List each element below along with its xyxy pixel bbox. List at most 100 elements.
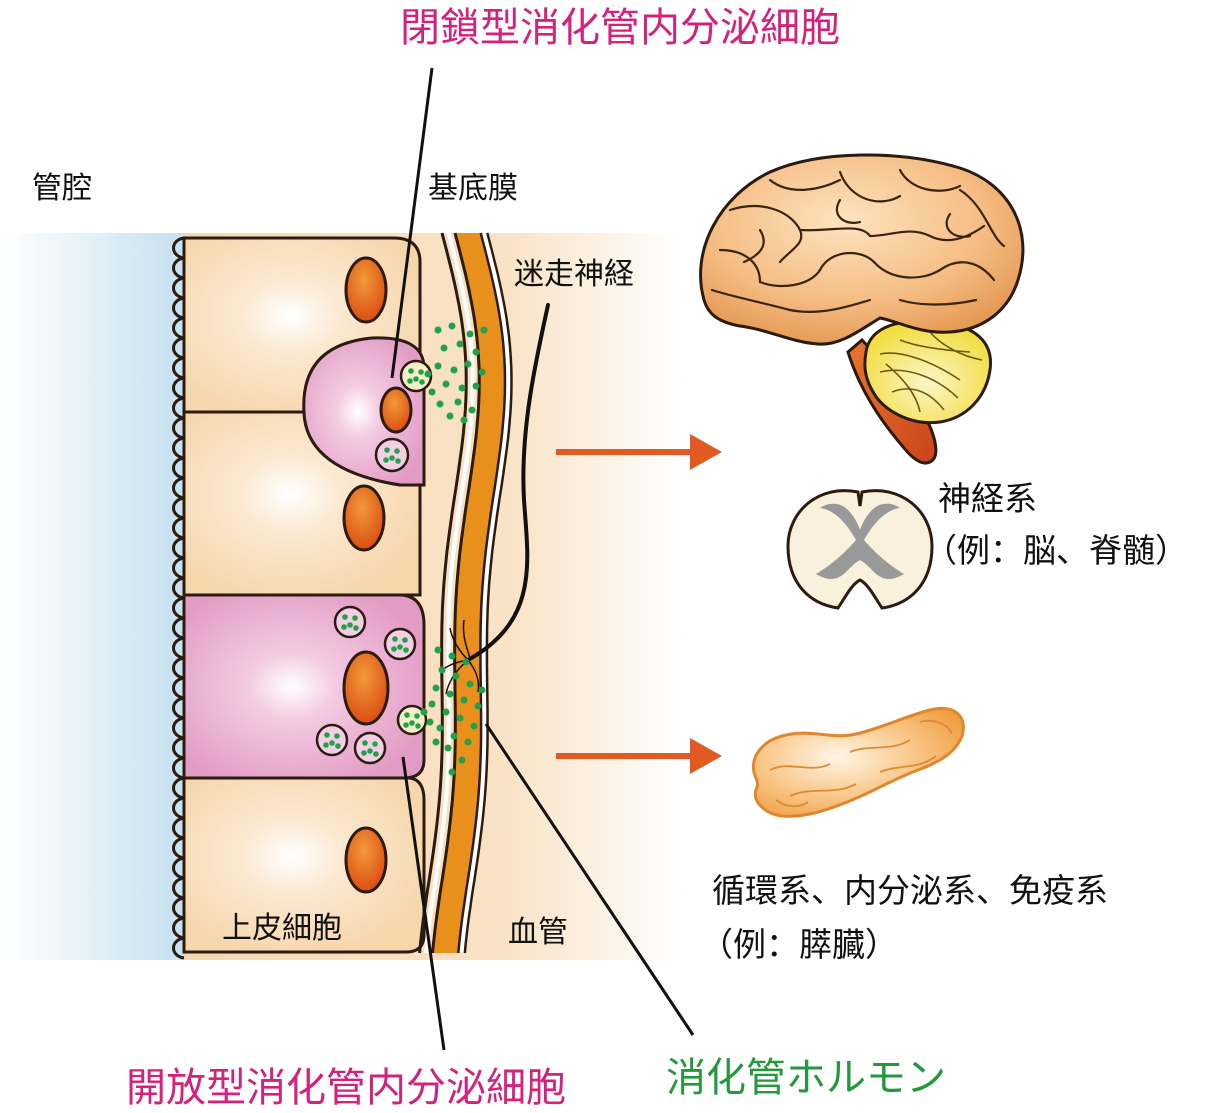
granule-dot xyxy=(394,448,400,454)
hormone-dot xyxy=(447,413,454,420)
nucleus xyxy=(344,652,388,724)
granule-dot xyxy=(418,369,424,375)
vesicle xyxy=(317,725,347,755)
granule-dot xyxy=(408,368,414,374)
brain-icon xyxy=(701,155,1023,463)
other-systems-label: 循環系、内分泌系、免疫系 xyxy=(712,874,1108,907)
hormone-dot xyxy=(465,739,472,746)
granule-dot xyxy=(347,622,353,628)
hormone-dot xyxy=(447,691,454,698)
granule-dot xyxy=(383,457,389,463)
pancreas-icon xyxy=(754,708,964,816)
basement-membrane-label: 基底膜 xyxy=(428,174,518,204)
granule-dot xyxy=(341,624,347,630)
hormone-dot xyxy=(471,723,478,730)
granule-dot xyxy=(362,740,368,746)
hormone-dot xyxy=(429,389,436,396)
hormone-dot xyxy=(473,383,480,390)
lumen-area xyxy=(0,233,184,960)
hormone-dot xyxy=(425,371,432,378)
granule-dot xyxy=(397,644,403,650)
hormone-dot xyxy=(475,703,482,710)
hormone-dot xyxy=(459,385,466,392)
granule-dot xyxy=(395,458,401,464)
granule-dot xyxy=(413,376,419,382)
granule-dot xyxy=(324,732,330,738)
vesicle xyxy=(355,733,385,763)
granule-dot xyxy=(367,748,373,754)
hormone-dot xyxy=(421,709,428,716)
hormone-dot xyxy=(439,667,446,674)
granule-dot xyxy=(323,742,329,748)
granule-dot xyxy=(402,637,408,643)
hormone-dot xyxy=(479,369,486,376)
gut-hormone-label: 消化管ホルモン xyxy=(666,1058,946,1098)
hormone-dot xyxy=(465,361,472,368)
granule-dot xyxy=(419,379,425,385)
hormone-dot xyxy=(467,681,474,688)
hormone-dot xyxy=(453,673,460,680)
hormone-dot xyxy=(479,687,486,694)
vesicle xyxy=(385,629,415,659)
hormone-dot xyxy=(441,345,448,352)
granule-dot xyxy=(372,741,378,747)
hormone-dot xyxy=(461,417,468,424)
hormone-dot xyxy=(457,715,464,722)
granule-dot xyxy=(352,615,358,621)
hormone-dot xyxy=(459,757,466,764)
nucleus xyxy=(346,258,386,322)
hormone-dot xyxy=(451,733,458,740)
spinal-cord-icon xyxy=(788,491,932,608)
hormone-dot xyxy=(443,709,450,716)
hormone-dot xyxy=(445,745,452,752)
granule-dot xyxy=(392,636,398,642)
hormone-dot xyxy=(429,701,436,708)
hormone-dot xyxy=(461,697,468,704)
hormone-dot xyxy=(473,349,480,356)
hormone-dot xyxy=(457,341,464,348)
granule-dot xyxy=(409,720,415,726)
open-type-cell-label: 開放型消化管内分泌細胞 xyxy=(126,1068,566,1108)
nucleus xyxy=(346,828,386,892)
hormone-dot xyxy=(455,399,462,406)
granule-dot xyxy=(407,378,413,384)
granule-dot xyxy=(334,733,340,739)
granule-dot xyxy=(391,646,397,652)
vesicle xyxy=(335,607,365,637)
blood-vessel-label: 血管 xyxy=(508,918,568,948)
hormone-dot xyxy=(469,407,476,414)
hormone-dot xyxy=(451,367,458,374)
nervous-system-label: 神経系 xyxy=(938,482,1037,515)
nervous-system-example: （例：脳、脊髄） xyxy=(924,534,1188,567)
hormone-dot xyxy=(463,659,470,666)
hormone-dot xyxy=(449,769,456,776)
hormone-dot xyxy=(481,327,488,334)
hormone-dot xyxy=(437,401,444,408)
granule-dot xyxy=(335,743,341,749)
epithelial-cell-label: 上皮細胞 xyxy=(222,914,342,944)
hormone-dot xyxy=(435,363,442,370)
granule-dot xyxy=(415,723,421,729)
granule-dot xyxy=(342,614,348,620)
nucleus xyxy=(344,486,384,550)
hormone-dot xyxy=(443,381,450,388)
granule-dot xyxy=(353,625,359,631)
hormone-dot xyxy=(467,331,474,338)
lumen-label: 管腔 xyxy=(32,174,92,204)
hormone-dot xyxy=(433,685,440,692)
vesicle xyxy=(376,439,408,471)
granule-dot xyxy=(403,647,409,653)
granule-dot xyxy=(361,750,367,756)
granule-dot xyxy=(404,712,410,718)
hormone-dot xyxy=(435,647,442,654)
granule-dot xyxy=(329,740,335,746)
closed-type-cell-label: 閉鎖型消化管内分泌細胞 xyxy=(400,8,840,48)
hormone-dot xyxy=(435,327,442,334)
granule-dot xyxy=(389,455,395,461)
nucleus xyxy=(381,388,411,432)
vagus-nerve-label: 迷走神経 xyxy=(514,260,634,290)
granule-dot xyxy=(414,713,420,719)
hormone-dot xyxy=(427,719,434,726)
hormone-dot xyxy=(437,725,444,732)
